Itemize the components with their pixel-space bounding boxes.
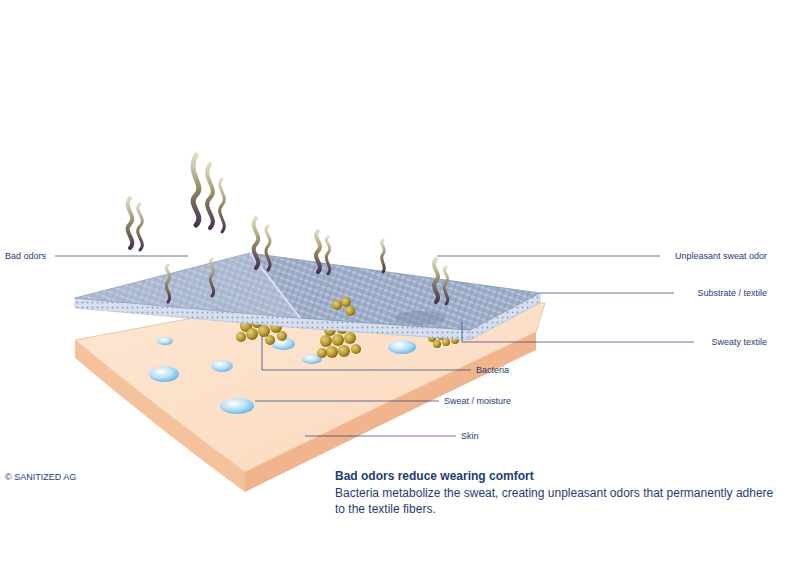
odor-wisp <box>220 179 225 232</box>
bacterium <box>326 346 338 358</box>
odor-wisp <box>138 204 143 250</box>
odor-wisp <box>434 259 438 302</box>
odor-wisp <box>128 198 133 248</box>
bacterium <box>345 306 355 316</box>
leader-line <box>540 293 674 294</box>
leader-line <box>305 436 456 437</box>
bacterium <box>317 348 327 358</box>
bacterium <box>246 328 258 340</box>
sweat-stain <box>394 311 446 325</box>
part-label: Bacteria <box>476 364 509 376</box>
copyright-note: © SANITIZED AG <box>5 471 76 483</box>
leader-line <box>437 256 660 257</box>
bacterium <box>433 340 441 348</box>
bacterium <box>277 331 287 341</box>
odor-wisp <box>266 226 270 270</box>
odor-wisp <box>166 265 169 302</box>
odor-wisp <box>444 267 447 304</box>
leader-line <box>255 401 439 402</box>
textile-top-face <box>75 253 540 330</box>
bacterium <box>341 297 351 307</box>
odor-wisp <box>207 164 213 228</box>
part-label: Unpleasant sweat odor <box>675 250 767 262</box>
leader-line <box>55 256 188 257</box>
bacterium <box>320 335 332 347</box>
odor-wisp <box>382 240 385 272</box>
part-label: Bad odors <box>5 250 46 262</box>
odor-wisp <box>326 237 329 274</box>
bacterium <box>351 344 361 354</box>
part-label: Skin <box>461 430 479 442</box>
sweat-drop <box>157 337 173 345</box>
bacterium <box>332 334 344 346</box>
leader-lines <box>55 256 694 436</box>
textile-raised-flap <box>75 253 300 318</box>
bacterium <box>332 300 342 310</box>
diagram-caption: Bacteria metabolize the sweat, creating … <box>335 485 775 517</box>
odor-wisps <box>128 155 448 304</box>
odor-wisp <box>210 259 213 296</box>
part-label: Sweaty textile <box>711 336 767 348</box>
sweat-drop <box>211 360 233 372</box>
bacterium <box>344 332 356 344</box>
bacterium <box>265 335 275 345</box>
sweat-drop <box>388 340 416 354</box>
leader-line <box>462 322 694 342</box>
sweat-drop <box>149 366 179 382</box>
leader-line <box>262 336 471 370</box>
bacterium <box>258 325 270 337</box>
odor-wisp <box>254 218 259 268</box>
bacterium <box>338 345 350 357</box>
bacterium <box>442 338 450 346</box>
sweat-drop <box>220 398 254 414</box>
diagram-title: Bad odors reduce wearing comfort <box>335 468 534 484</box>
part-label: Sweat / moisture <box>444 395 511 407</box>
odor-wisp <box>193 155 199 225</box>
bacterium <box>236 332 246 342</box>
part-label: Substrate / textile <box>697 287 767 299</box>
odor-wisp <box>316 231 320 272</box>
